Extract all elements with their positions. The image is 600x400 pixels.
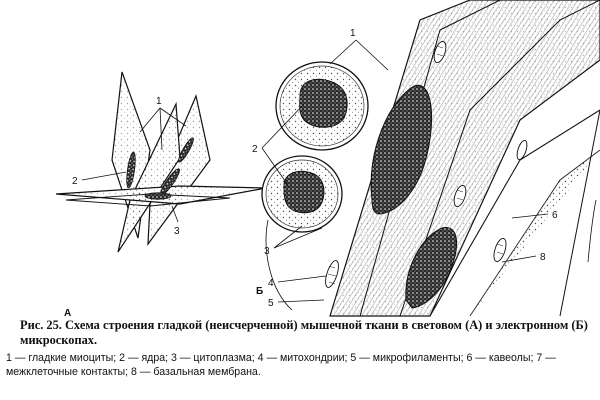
- callout-b-6: 6: [552, 210, 558, 221]
- callout-a-3: 3: [174, 226, 180, 237]
- caption-legend: 1 — гладкие миоциты; 2 — ядра; 3 — цитоп…: [6, 352, 556, 378]
- callout-b-4: 4: [268, 278, 274, 289]
- nucleus-b-lower: [405, 227, 458, 309]
- panel-letter-b: Б: [256, 286, 263, 297]
- caption-title: Рис. 25. Схема строения гладкой (неисчер…: [20, 318, 588, 347]
- callout-a-2: 2: [72, 176, 78, 187]
- mitochondrion-3: [433, 40, 447, 64]
- nucleus-cross-2: [283, 170, 325, 214]
- callout-b-3: 3: [264, 246, 270, 257]
- callout-a-1: 1: [156, 96, 162, 107]
- nucleus-b-main: [370, 84, 433, 215]
- mitochondrion-5: [516, 139, 528, 161]
- mitochondrion-1: [325, 260, 339, 288]
- panel-letter-a: А: [64, 308, 71, 318]
- callout-b-2: 2: [252, 144, 258, 155]
- callout-b-8: 8: [540, 252, 546, 263]
- callout-b-5: 5: [268, 298, 274, 309]
- figure-caption: Рис. 25. Схема строения гладкой (неисчер…: [6, 318, 596, 379]
- panel-a: 1 2 3 А: [55, 71, 267, 318]
- nucleus-a4: [178, 137, 194, 163]
- panel-b: 1 2 3 4 5 6 8 Б: [252, 0, 600, 317]
- nucleus-a3: [144, 192, 172, 200]
- histology-figure: 1 2 3 А: [55, 0, 600, 318]
- mitochondrion-4: [493, 238, 507, 262]
- mitochondrion-2: [453, 184, 467, 208]
- nucleus-a1: [126, 151, 136, 189]
- nucleus-cross-1: [299, 78, 348, 128]
- callout-b-1: 1: [350, 28, 356, 39]
